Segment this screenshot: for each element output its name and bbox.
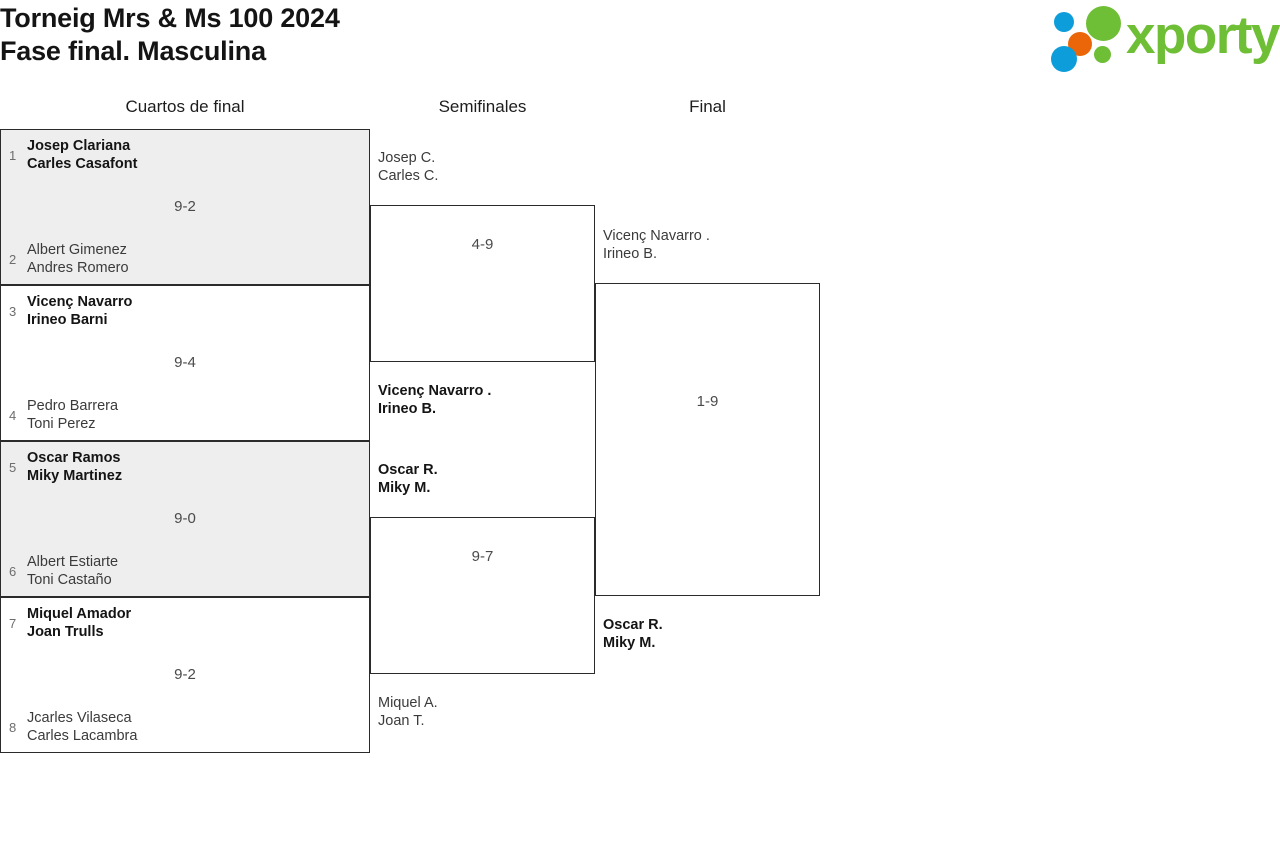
seed-number: 6 (9, 563, 17, 579)
logo-dot-green-large-icon (1086, 6, 1121, 41)
xporty-logo[interactable]: xporty (1048, 4, 1280, 72)
match-score: 9-7 (471, 548, 494, 565)
match-competitor-bottom[interactable]: 8 Jcarles Vilaseca Carles Lacambra (1, 709, 369, 745)
page-title: Torneig Mrs & Ms 100 2024 Fase final. Ma… (0, 2, 340, 68)
seed-number: 1 (9, 147, 17, 163)
match-score: 4-9 (471, 236, 494, 253)
player-name-1: Oscar R. (378, 462, 438, 478)
tournament-phase: Fase final. Masculina (0, 36, 266, 66)
competitor-names: Jcarles Vilaseca Carles Lacambra (27, 709, 137, 745)
player-name-1: Vicenç Navarro (27, 294, 133, 310)
competitor-names: Oscar R. Miky M. (378, 461, 438, 497)
seed-number: 3 (9, 303, 17, 319)
match-competitor-bottom[interactable]: Oscar R. Miky M. (596, 616, 819, 652)
player-name-2: Toni Castaño (27, 572, 112, 588)
player-name-2: Irineo Barni (27, 312, 108, 328)
player-name-2: Miky M. (603, 635, 656, 651)
match-semifinal-2[interactable]: Oscar R. Miky M. 9-7 Miquel A. Joan T. (370, 462, 595, 729)
match-competitor-top[interactable]: Josep C. Carles C. (371, 149, 594, 185)
player-name-2: Irineo B. (603, 246, 657, 262)
player-name-2: Toni Perez (27, 416, 96, 432)
seed-number: 7 (9, 615, 17, 631)
page-header: Torneig Mrs & Ms 100 2024 Fase final. Ma… (0, 0, 1280, 90)
match-competitor-top[interactable]: 5 Oscar Ramos Miky Martinez (1, 449, 369, 485)
match-quarterfinal-1[interactable]: 1 Josep Clariana Carles Casafont 9-2 2 A… (0, 129, 370, 285)
player-name-2: Carles Casafont (27, 156, 138, 172)
competitor-names: Albert Estiarte Toni Castaño (27, 553, 118, 589)
seed-number: 2 (9, 251, 17, 267)
competitor-names: Pedro Barrera Toni Perez (27, 397, 118, 433)
match-competitor-top[interactable]: Vicenç Navarro . Irineo B. (596, 227, 819, 263)
logo-dots-icon (1048, 4, 1130, 72)
match-quarterfinal-3[interactable]: 5 Oscar Ramos Miky Martinez 9-0 6 Albert… (0, 441, 370, 597)
match-quarterfinal-4[interactable]: 7 Miquel Amador Joan Trulls 9-2 8 Jcarle… (0, 597, 370, 753)
round-header-final: Final (689, 97, 726, 116)
competitor-names: Josep Clariana Carles Casafont (27, 137, 137, 173)
player-name-1: Pedro Barrera (27, 398, 119, 414)
player-name-1: Oscar R. (603, 617, 663, 633)
match-competitor-bottom[interactable]: 6 Albert Estiarte Toni Castaño (1, 553, 369, 589)
match-competitor-top[interactable]: Oscar R. Miky M. (371, 461, 594, 497)
competitor-names: Oscar R. Miky M. (603, 616, 663, 652)
player-name-2: Irineo B. (378, 401, 437, 417)
player-name-1: Josep Clariana (27, 138, 131, 154)
player-name-1: Miquel A. (378, 695, 438, 711)
player-name-1: Josep C. (378, 150, 436, 166)
competitor-names: Vicenç Navarro . Irineo B. (603, 227, 710, 263)
match-score: 9-2 (174, 666, 196, 683)
seed-number: 4 (9, 407, 17, 423)
player-name-1: Vicenç Navarro . (378, 383, 492, 399)
tournament-name: Torneig Mrs & Ms 100 2024 (0, 3, 340, 33)
match-competitor-top[interactable]: 7 Miquel Amador Joan Trulls (1, 605, 369, 641)
match-competitor-bottom[interactable]: 2 Albert Gimenez Andres Romero (1, 241, 369, 277)
competitor-names: Miquel A. Joan T. (378, 694, 438, 730)
player-name-2: Andres Romero (27, 260, 129, 276)
match-score: 9-0 (174, 510, 196, 527)
competitor-names: Josep C. Carles C. (378, 149, 438, 185)
player-name-2: Carles C. (378, 168, 439, 184)
match-score: 1-9 (696, 393, 719, 410)
logo-wordmark: xporty (1126, 6, 1280, 65)
player-name-2: Joan Trulls (27, 624, 104, 640)
match-competitor-bottom[interactable]: Miquel A. Joan T. (371, 694, 594, 730)
player-name-2: Miky Martinez (27, 468, 123, 484)
logo-dot-green-small-icon (1094, 46, 1111, 63)
competitor-names: Miquel Amador Joan Trulls (27, 605, 131, 641)
competitor-names: Vicenç Navarro . Irineo B. (378, 382, 491, 418)
player-name-2: Miky M. (378, 480, 431, 496)
player-name-1: Albert Estiarte (27, 554, 119, 570)
round-header-semifinals: Semifinales (438, 97, 527, 116)
match-competitor-top[interactable]: 3 Vicenç Navarro Irineo Barni (1, 293, 369, 329)
match-competitor-bottom[interactable]: 4 Pedro Barrera Toni Perez (1, 397, 369, 433)
player-name-1: Oscar Ramos (27, 450, 121, 466)
match-quarterfinal-2[interactable]: 3 Vicenç Navarro Irineo Barni 9-4 4 Pedr… (0, 285, 370, 441)
match-competitor-bottom[interactable]: Vicenç Navarro . Irineo B. (371, 382, 594, 418)
player-name-1: Miquel Amador (27, 606, 132, 622)
match-score: 9-2 (174, 198, 196, 215)
player-name-1: Jcarles Vilaseca (27, 710, 132, 726)
logo-dot-blue-bottom-icon (1051, 46, 1077, 72)
competitor-names: Albert Gimenez Andres Romero (27, 241, 129, 277)
player-name-1: Vicenç Navarro . (603, 228, 710, 244)
match-score: 9-4 (174, 354, 196, 371)
seed-number: 5 (9, 459, 17, 475)
player-name-1: Albert Gimenez (27, 242, 127, 258)
match-semifinal-1[interactable]: Josep C. Carles C. 4-9 Vicenç Navarro . … (370, 150, 595, 417)
match-competitor-top[interactable]: 1 Josep Clariana Carles Casafont (1, 137, 369, 173)
player-name-2: Carles Lacambra (27, 728, 138, 744)
logo-dot-blue-top-icon (1054, 12, 1074, 32)
match-final[interactable]: Vicenç Navarro . Irineo B. 1-9 Oscar R. … (595, 228, 820, 651)
seed-number: 8 (9, 719, 17, 735)
player-name-2: Joan T. (378, 713, 425, 729)
round-header-quarterfinals: Cuartos de final (125, 97, 245, 116)
competitor-names: Oscar Ramos Miky Martinez (27, 449, 122, 485)
competitor-names: Vicenç Navarro Irineo Barni (27, 293, 132, 329)
